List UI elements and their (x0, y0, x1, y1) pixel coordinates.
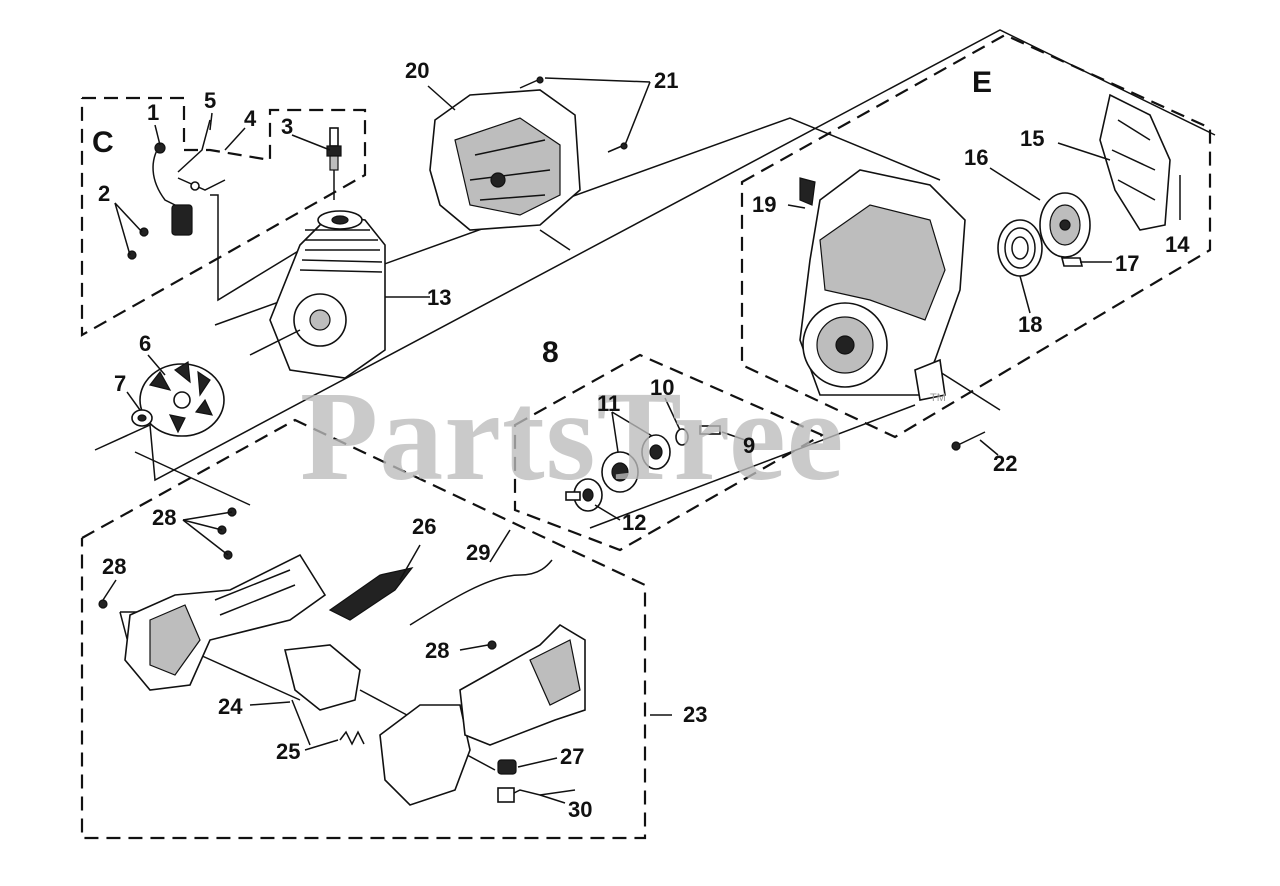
trademark-symbol: TM (930, 392, 946, 404)
callout-27: 27 (560, 744, 585, 769)
callout-6: 6 (139, 331, 152, 356)
callout-4: 4 (244, 106, 257, 131)
part-27-switch (497, 759, 517, 775)
callout-28-left: 28 (102, 554, 127, 579)
callout-28-top: 28 (152, 505, 177, 530)
callout-13: 13 (427, 285, 452, 310)
callout-22: 22 (993, 451, 1018, 476)
callout-18: 18 (1018, 312, 1043, 337)
part-22-screw (951, 431, 986, 451)
part-4-terminal (177, 177, 226, 191)
group-e-boundary (740, 33, 1212, 439)
part-3-spark-plug (326, 127, 342, 200)
group-c-boundary (80, 96, 367, 337)
callout-16: 16 (964, 145, 989, 170)
part-20-shroud (429, 89, 581, 231)
leader-lines (102, 77, 1181, 804)
callout-11: 11 (597, 391, 621, 416)
group-8-label: 8 (542, 336, 559, 369)
callout-1: 1 (147, 100, 160, 125)
callout-7: 7 (114, 371, 127, 396)
callout-26: 26 (412, 514, 437, 539)
part-7-washer (131, 409, 153, 427)
callout-2: 2 (98, 181, 111, 206)
part-17-pawl (1060, 257, 1084, 267)
callout-29: 29 (466, 540, 491, 565)
part-13-engine (249, 210, 386, 379)
group-c-label: C (92, 126, 114, 159)
part-19-housing (799, 169, 966, 401)
part-26-trigger (328, 567, 414, 621)
callout-25: 25 (276, 739, 301, 764)
part-11-clutch-shoes (601, 434, 671, 493)
callout-5: 5 (204, 88, 217, 113)
callout-12: 12 (622, 510, 647, 535)
part-5-wire (177, 119, 211, 173)
part-25-spring (339, 730, 365, 746)
partstree-watermark: PartsTree (300, 365, 845, 507)
callout-21: 21 (654, 68, 679, 93)
callout-3: 3 (281, 114, 294, 139)
part-30-wire (497, 787, 576, 803)
part-12-clutch-drum (565, 478, 603, 512)
callout-9: 9 (743, 433, 756, 458)
callout-19: 19 (752, 192, 777, 217)
part-6-flywheel (139, 360, 225, 437)
callout-15: 15 (1020, 126, 1045, 151)
part-9-bolt (699, 425, 721, 435)
callout-28-middle: 28 (425, 638, 450, 663)
part-21-screws (519, 76, 628, 153)
callout-20: 20 (405, 58, 430, 83)
part-24-throttle-grip (284, 644, 361, 746)
part-1-ignition-wire (152, 142, 176, 206)
callout-10: 10 (650, 375, 675, 400)
part-29-cable (409, 559, 553, 626)
group-e-label: E (972, 66, 993, 99)
part-16-pulley (1039, 192, 1091, 258)
callout-23: 23 (683, 702, 708, 727)
part-10-washer (675, 428, 689, 446)
group-23-boundary (80, 418, 647, 840)
part-18-recoil-spring (997, 219, 1043, 277)
callout-17: 17 (1115, 251, 1140, 276)
part-2-ignition-module (127, 204, 193, 260)
part-23-handle-housing (124, 553, 327, 691)
callout-14: 14 (1165, 232, 1190, 257)
part-15-starter-cover (1099, 93, 1171, 231)
callout-24: 24 (218, 694, 243, 719)
part-23-rear-housing (379, 623, 586, 806)
group-8-boundary (513, 353, 825, 552)
callout-30: 30 (568, 797, 593, 822)
